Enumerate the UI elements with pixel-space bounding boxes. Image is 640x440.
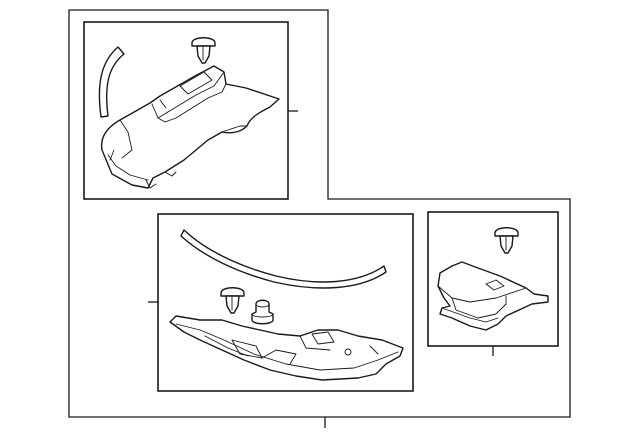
lower-center-group	[148, 213, 414, 392]
push-pin-clip	[494, 227, 519, 254]
right-group	[427, 211, 559, 356]
splash-shield-bracket	[437, 261, 549, 331]
stud-retainer	[251, 299, 274, 325]
upper-left-group	[83, 21, 298, 200]
long-weatherstrip	[180, 229, 387, 289]
push-pin-clip	[191, 37, 216, 64]
side-shield-panel	[100, 65, 280, 189]
lower-deflector-panel	[169, 315, 404, 381]
push-pin-clip	[220, 287, 245, 314]
seal-strip	[98, 46, 125, 118]
